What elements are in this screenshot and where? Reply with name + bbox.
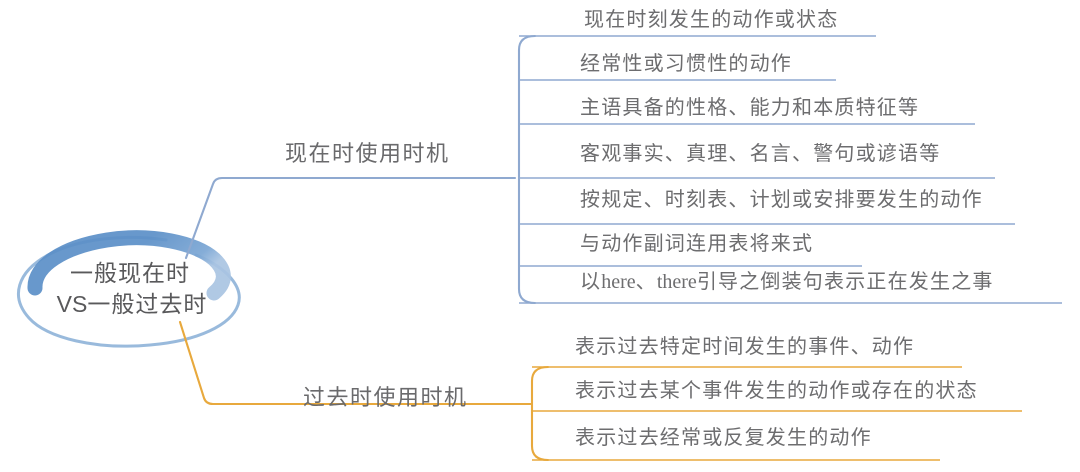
leaf-present-3[interactable]: 主语具备的性格、能力和本质特征等 — [580, 97, 920, 119]
leaf-present-7[interactable]: 以here、there引导之倒装句表示正在发生之事 — [580, 270, 994, 294]
center-node-label: 一般现在时 VS一般过去时 — [18, 258, 242, 320]
leaf-past-1[interactable]: 表示过去特定时间发生的事件、动作 — [575, 336, 915, 358]
center-node-line2-rest: 一般过去时 — [87, 292, 208, 317]
leaf-past-2[interactable]: 表示过去某个事件发生的动作或存在的状态 — [575, 380, 978, 402]
leaf-present-6[interactable]: 与动作副词连用表将来式 — [580, 233, 814, 255]
center-node-line1: 一般现在时 — [70, 261, 190, 286]
leaf-present-4[interactable]: 客观事实、真理、名言、警句或谚语等 — [580, 143, 941, 165]
leaf-present-5[interactable]: 按规定、时刻表、计划或安排要发生的动作 — [580, 189, 983, 211]
connector-center-to-present — [184, 176, 517, 260]
branch-title-present[interactable]: 现在时使用时机 — [285, 141, 450, 166]
leaf-present-1[interactable]: 现在时刻发生的动作或状态 — [584, 9, 839, 31]
spine-present — [517, 34, 537, 305]
leaf-present-2[interactable]: 经常性或习惯性的动作 — [580, 53, 792, 75]
leaf-cjk-token: 引导之倒装句表示正在发生之事 — [696, 271, 994, 293]
center-node-vs: VS — [56, 291, 88, 317]
leaf-latin-token: there — [656, 271, 697, 293]
spine-past — [530, 365, 550, 462]
leaf-past-3[interactable]: 表示过去经常或反复发生的动作 — [575, 427, 872, 449]
leaf-cjk-token: 、 — [635, 271, 657, 293]
branch-title-past[interactable]: 过去时使用时机 — [303, 385, 468, 410]
leaf-latin-token: here — [601, 271, 636, 293]
center-node-line2: VS一般过去时 — [18, 289, 242, 320]
leaf-cjk-token: 以 — [580, 271, 602, 293]
